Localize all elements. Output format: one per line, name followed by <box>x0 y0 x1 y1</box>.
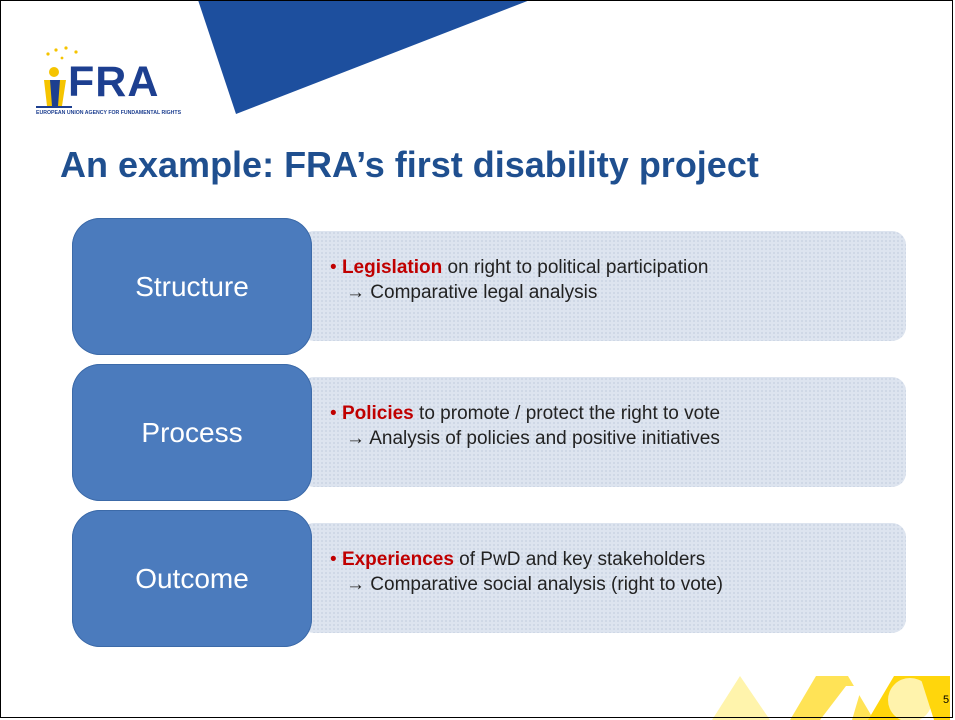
row-process: • Policies to promote / protect the righ… <box>0 364 955 504</box>
row-content-box: • Experiences of PwD and key stakeholder… <box>300 523 906 633</box>
row-bullet-line: • Experiences of PwD and key stakeholder… <box>330 547 892 572</box>
bottom-decoration <box>712 676 950 720</box>
page-number: 5 <box>943 694 950 706</box>
slide-title: An example: FRA’s first disability proje… <box>60 144 759 185</box>
row-bullet-line: • Policies to promote / protect the righ… <box>330 401 892 426</box>
row-content-text: • Experiences of PwD and key stakeholder… <box>330 547 892 597</box>
bullet-icon: • <box>330 403 337 424</box>
row-bullet-line: • Legislation on right to political part… <box>330 255 892 280</box>
row-subline: → Comparative social analysis (right to … <box>346 574 723 595</box>
row-structure: • Legislation on right to political part… <box>0 218 955 358</box>
row-keyword: Legislation <box>341 257 443 278</box>
fra-logo-icon <box>36 46 78 108</box>
row-content-box: • Policies to promote / protect the righ… <box>300 377 906 487</box>
row-text: on right to political participation <box>442 257 709 278</box>
row-content-text: • Legislation on right to political part… <box>330 255 892 305</box>
top-banner <box>198 0 530 114</box>
logo-subtitle: EUROPEAN UNION AGENCY FOR FUNDAMENTAL RI… <box>36 110 182 116</box>
row-content-box: • Legislation on right to political part… <box>300 231 906 341</box>
row-subline: → Comparative legal analysis <box>346 282 598 303</box>
bullet-icon: • <box>330 257 337 278</box>
logo-text: FRA <box>68 58 160 106</box>
row-content-text: • Policies to promote / protect the righ… <box>330 401 892 451</box>
bullet-icon: • <box>330 549 337 570</box>
row-label-pill: Structure <box>72 218 312 355</box>
row-keyword: Experiences <box>341 549 454 570</box>
row-label-pill: Outcome <box>72 510 312 647</box>
row-text: to promote / protect the right to vote <box>413 403 721 424</box>
row-outcome: • Experiences of PwD and key stakeholder… <box>0 510 955 650</box>
row-text: of PwD and key stakeholders <box>453 549 706 570</box>
row-subline: → Analysis of policies and positive init… <box>346 428 720 449</box>
row-label-pill: Process <box>72 364 312 501</box>
row-keyword: Policies <box>341 403 414 424</box>
